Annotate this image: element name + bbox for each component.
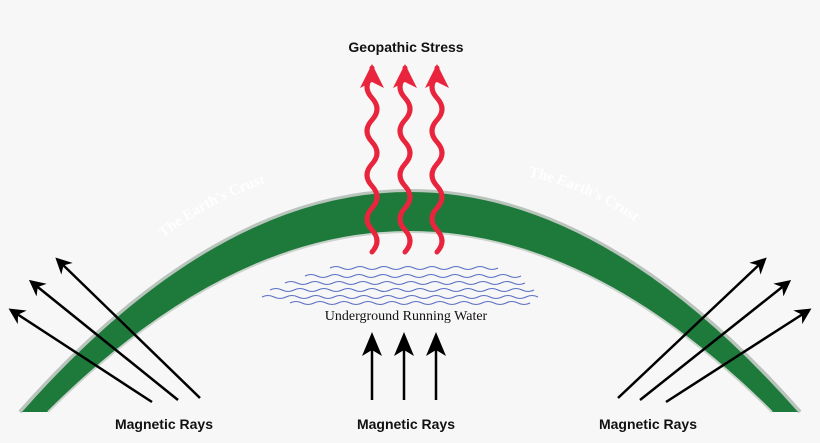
geopathic-stress-arrows [364,65,445,255]
center-arrowhead-1 [362,332,382,356]
right-ray-2 [639,279,792,401]
underground-water-waves [261,265,539,306]
stress-arrowheads [360,64,449,88]
earths-crust-band [18,189,802,414]
left-ray-3 [8,308,153,404]
stress-arrow-2 [397,65,413,255]
magnetic-rays-label-left: Magnetic Rays [115,416,213,432]
stress-arrowhead-3 [425,64,449,88]
right-ray-3 [665,308,812,404]
crust-band [22,192,798,412]
crust-inner-edge [47,231,773,413]
left-magnetic-arrows [8,257,201,404]
right-ray-1 [617,257,767,399]
left-ray-1 [55,257,201,399]
stress-arrowhead-2 [393,64,417,88]
right-magnetic-arrows [617,257,812,404]
magnetic-rays-label-right: Magnetic Rays [599,416,697,432]
center-arrowhead-2 [394,332,414,356]
left-ray-2 [28,279,179,401]
center-magnetic-arrows [362,332,446,400]
geopathic-stress-title: Geopathic Stress [348,39,463,55]
stress-arrow-3 [429,65,445,255]
center-arrowhead-3 [426,332,446,356]
magnetic-rays-label-center: Magnetic Rays [357,416,455,432]
underground-water-label: Underground Running Water [325,309,488,324]
stress-arrowhead-1 [360,64,384,88]
stress-arrow-1 [364,65,380,255]
